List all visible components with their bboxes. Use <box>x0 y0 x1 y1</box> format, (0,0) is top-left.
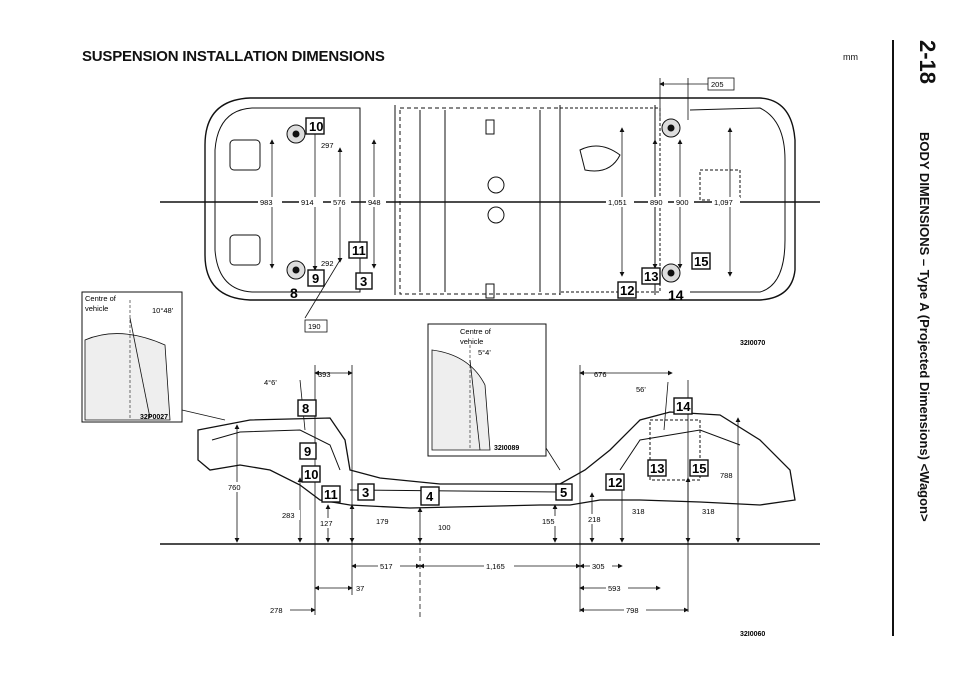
dim-1165: 1,165 <box>486 562 505 571</box>
inset-mid-angle: 5°4' <box>478 348 491 357</box>
inset-mid-code: 32I0089 <box>494 445 519 452</box>
dim-100: 100 <box>438 523 451 532</box>
inset-mid-label-1: Centre of <box>460 327 492 336</box>
sv-point-10: 10 <box>304 467 318 482</box>
side-view-dimension-labels: 393 676 4°6' 56' 760 283 127 179 100 155… <box>226 370 765 638</box>
sv-point-14: 14 <box>676 399 691 414</box>
dim-155: 155 <box>542 517 555 526</box>
dim-576: 576 <box>333 198 346 207</box>
sv-point-9: 9 <box>304 444 311 459</box>
tv-point-14: 14 <box>668 287 684 303</box>
sv-point-8: 8 <box>302 401 309 416</box>
dim-900: 900 <box>676 198 689 207</box>
dim-305: 305 <box>592 562 605 571</box>
inset-left: Centre of vehicle 10°48' 32P0027 <box>81 291 226 423</box>
inset-left-angle: 10°48' <box>152 306 174 315</box>
inset-left-label-2: vehicle <box>85 304 108 313</box>
sv-point-4: 4 <box>426 489 434 504</box>
dim-205: 205 <box>711 80 724 89</box>
tv-point-15: 15 <box>694 254 708 269</box>
tv-point-9: 9 <box>312 271 319 286</box>
dim-283: 283 <box>282 511 295 520</box>
dim-1097: 1,097 <box>714 198 733 207</box>
sv-point-12: 12 <box>608 475 622 490</box>
dim-218: 218 <box>588 515 601 524</box>
angle-front: 4°6' <box>264 378 277 387</box>
dim-890: 890 <box>650 198 663 207</box>
tv-point-8: 8 <box>290 285 298 301</box>
tv-point-11: 11 <box>352 243 366 258</box>
sv-point-5: 5 <box>560 485 567 500</box>
dim-517: 517 <box>380 562 393 571</box>
dim-318-left: 318 <box>632 507 645 516</box>
side-view-figure-code: 32I0060 <box>740 631 765 638</box>
tv-point-12: 12 <box>620 283 634 298</box>
dim-179: 179 <box>376 517 389 526</box>
tv-point-3: 3 <box>360 274 367 289</box>
angle-rear: 56' <box>636 385 646 394</box>
dim-37: 37 <box>356 584 364 593</box>
dim-1051: 1,051 <box>608 198 627 207</box>
dim-297: 297 <box>321 141 334 150</box>
dim-292: 292 <box>321 259 334 268</box>
inset-mid-label-2: vehicle <box>460 337 483 346</box>
sv-point-15: 15 <box>692 461 706 476</box>
dim-914: 914 <box>301 198 314 207</box>
dim-278: 278 <box>270 606 283 615</box>
margin-rule <box>892 40 900 636</box>
side-view-point-markers: 8 9 10 11 3 4 5 12 13 14 15 <box>297 397 709 506</box>
dim-190: 190 <box>308 322 321 331</box>
top-view-figure-code: 32I0070 <box>740 340 765 347</box>
tv-point-10: 10 <box>309 119 323 134</box>
dim-788: 788 <box>720 471 733 480</box>
inset-middle: Centre of vehicle 5°4' 32I0089 <box>427 323 561 471</box>
unit-label: mm <box>843 52 858 62</box>
dim-676: 676 <box>594 370 607 379</box>
top-view-dimension-labels: 983 914 576 948 1,051 890 900 1,097 297 … <box>258 77 765 347</box>
dim-318-right: 318 <box>702 507 715 516</box>
inset-left-label-1: Centre of <box>85 294 117 303</box>
inset-left-code: 32P0027 <box>140 414 168 421</box>
top-view-point-markers: 10 11 9 8 3 12 13 14 15 <box>290 117 711 303</box>
dim-760: 760 <box>228 483 241 492</box>
sv-point-13: 13 <box>650 461 664 476</box>
dim-393: 393 <box>318 370 331 379</box>
dim-593: 593 <box>608 584 621 593</box>
page-title: SUSPENSION INSTALLATION DIMENSIONS <box>82 48 385 65</box>
dim-798: 798 <box>626 606 639 615</box>
sv-point-11: 11 <box>324 487 338 502</box>
dim-948: 948 <box>368 198 381 207</box>
dim-127: 127 <box>320 519 333 528</box>
top-view-mounts <box>286 118 681 283</box>
dim-983: 983 <box>260 198 273 207</box>
tv-point-13: 13 <box>644 269 658 284</box>
sv-point-3: 3 <box>362 485 369 500</box>
